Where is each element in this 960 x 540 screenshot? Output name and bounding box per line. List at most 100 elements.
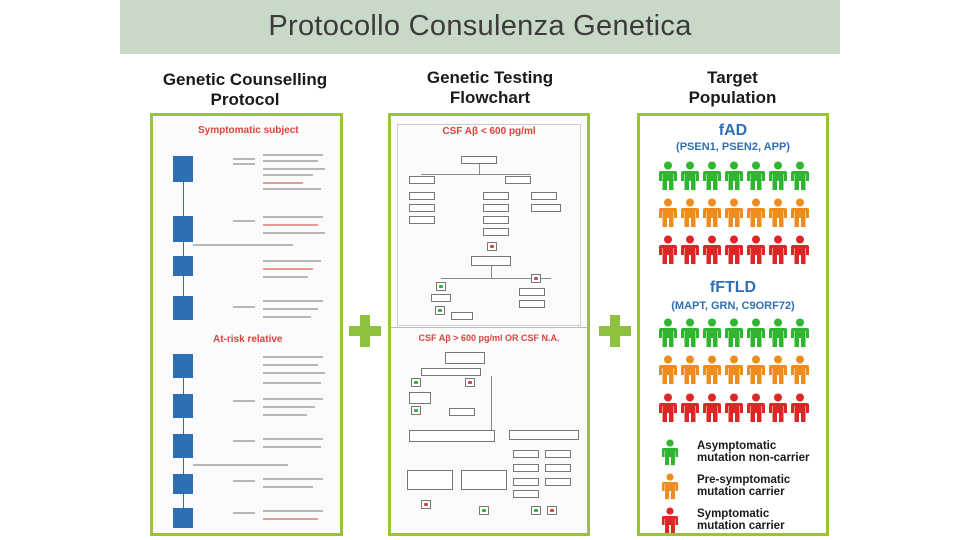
flow-arrow — [183, 418, 184, 434]
person-icon — [679, 318, 701, 348]
person-icon — [789, 161, 811, 191]
flowchart-node — [409, 430, 495, 442]
legend-person-icon-red — [661, 507, 679, 533]
fad-row-presymptomatic — [657, 198, 811, 228]
person-icon — [657, 161, 679, 191]
person-icon — [701, 161, 723, 191]
result-box-positive — [479, 506, 489, 515]
flowchart-node — [545, 478, 571, 486]
column-title-protocol-line2: Protocol — [210, 90, 280, 109]
step-box-5 — [173, 354, 193, 378]
person-icon — [701, 393, 723, 423]
person-icon — [745, 161, 767, 191]
fad-row-noncarrier — [657, 161, 811, 191]
flowchart-node — [409, 204, 435, 212]
column-title-flowchart-line2: Flowchart — [449, 88, 531, 107]
person-icon — [723, 393, 745, 423]
flowchart-node — [545, 464, 571, 472]
person-icon — [657, 355, 679, 385]
title-banner: Protocollo Consulenza Genetica — [120, 0, 840, 54]
flowchart-node — [513, 490, 539, 498]
person-icon — [745, 393, 767, 423]
person-icon — [767, 235, 789, 265]
person-icon — [745, 235, 767, 265]
result-box-positive — [531, 506, 541, 515]
flowchart-node — [513, 478, 539, 486]
person-icon — [745, 318, 767, 348]
flow-arrow — [183, 494, 184, 508]
flow-arrow — [183, 458, 184, 474]
person-icon — [701, 198, 723, 228]
person-icon — [789, 355, 811, 385]
person-icon — [767, 318, 789, 348]
person-icon — [723, 318, 745, 348]
flowchart-node — [531, 192, 557, 200]
column-title-population-line2: Population — [688, 88, 777, 107]
person-icon — [657, 393, 679, 423]
person-icon — [767, 355, 789, 385]
legend-noncarrier-line1: Asymptomatic — [697, 440, 777, 452]
person-icon — [789, 393, 811, 423]
fftld-row-symptomatic — [657, 393, 811, 423]
legend-person-icon-orange — [661, 473, 679, 500]
legend-noncarrier: Asymptomatic mutation non-carrier — [697, 440, 809, 464]
slide-title: Protocollo Consulenza Genetica — [268, 10, 692, 42]
result-box-positive — [411, 406, 421, 415]
person-icon — [723, 355, 745, 385]
flowchart-divider — [391, 327, 587, 328]
flowchart-node — [471, 256, 511, 266]
flowchart-node — [409, 392, 431, 404]
result-box-positive — [436, 282, 446, 291]
person-icon — [723, 161, 745, 191]
fftld-genes: (MAPT, GRN, C9ORF72) — [671, 300, 795, 312]
result-box-negative — [421, 500, 431, 509]
fftld-row-presymptomatic — [657, 355, 811, 385]
person-icon — [679, 355, 701, 385]
flowchart-node — [483, 204, 509, 212]
person-icon — [679, 161, 701, 191]
result-box-negative — [465, 378, 475, 387]
fftld-title: fFTLD — [709, 279, 757, 296]
population-panel: fAD (PSEN1, PSEN2, APP) fFTLD (MAPT, GRN… — [637, 113, 829, 536]
flowchart-node — [545, 450, 571, 458]
legend-presymptomatic-line1: Pre-symptomatic — [697, 474, 791, 486]
column-title-protocol: Genetic Counselling Protocol — [140, 70, 350, 110]
step-box-4 — [173, 296, 193, 320]
person-icon — [679, 235, 701, 265]
legend-presymptomatic: Pre-symptomatic mutation carrier — [697, 474, 790, 498]
column-title-protocol-line1: Genetic Counselling — [162, 70, 328, 89]
result-box-positive — [435, 306, 445, 315]
flowchart-node — [409, 176, 435, 184]
person-icon — [701, 235, 723, 265]
legend-symptomatic-line1: Symptomatic — [697, 508, 770, 520]
flowchart-section1-frame — [397, 124, 581, 326]
flowchart-node — [513, 464, 539, 472]
legend-symptomatic: Symptomatic mutation carrier — [697, 508, 785, 532]
person-icon — [701, 355, 723, 385]
flowchart-node — [409, 192, 435, 200]
person-icon — [701, 318, 723, 348]
person-icon — [789, 235, 811, 265]
step-box-7 — [173, 434, 193, 458]
result-box-negative — [531, 274, 541, 283]
at-risk-relative-heading: At-risk relative — [213, 334, 283, 345]
fad-title: fAD — [718, 122, 748, 139]
flowchart-node — [421, 368, 481, 376]
flowchart-connector — [491, 376, 492, 430]
flowchart-node — [431, 294, 451, 302]
plus-icon — [599, 315, 631, 347]
flowchart-node — [483, 192, 509, 200]
flowchart-node — [519, 300, 545, 308]
person-icon — [657, 318, 679, 348]
step-box-6 — [173, 394, 193, 418]
fad-genes: (PSEN1, PSEN2, APP) — [676, 141, 790, 153]
fftld-row-noncarrier — [657, 318, 811, 348]
person-icon — [745, 198, 767, 228]
flowchart-node — [451, 312, 473, 320]
legend-person-icon-green — [661, 439, 679, 466]
symptomatic-subject-heading: Symptomatic subject — [198, 125, 299, 136]
person-icon — [767, 198, 789, 228]
step-box-3 — [173, 256, 193, 276]
column-title-flowchart-line1: Genetic Testing — [426, 68, 554, 87]
flowchart-node — [409, 216, 435, 224]
